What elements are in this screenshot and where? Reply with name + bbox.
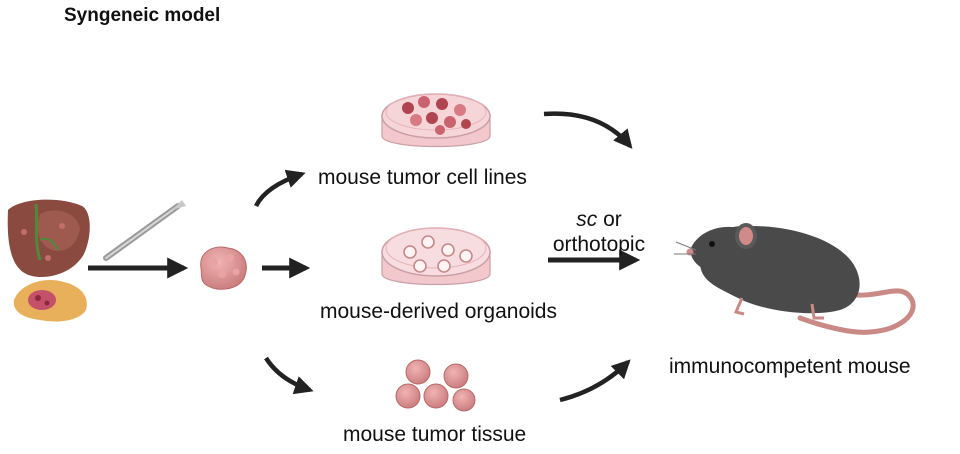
route-or: or [597,208,622,231]
label-tumor-tissue: mouse tumor tissue [343,423,527,446]
arrow-icon [253,169,306,208]
route-label: sc or orthotopic [540,207,658,257]
label-organoids: mouse-derived organoids [320,300,557,323]
tumor-fragments-icon [395,359,476,412]
route-orthotopic: orthotopic [552,233,646,256]
arrow-icon [543,111,633,149]
label-recipient-mouse: immunocompetent mouse [669,355,911,378]
scalpel-icon [103,200,186,261]
petri-dish-cells-icon [381,93,491,148]
arrow-icon [264,356,314,395]
route-sc: sc [576,208,598,231]
petri-dish-organoids-icon [381,227,491,286]
label-cell-lines: mouse tumor cell lines [318,166,527,189]
diagram-title: Syngeneic model [64,5,221,26]
tumor-biopsy-icon [200,246,247,290]
liver-pancreas-icon [7,199,90,322]
mouse-icon [674,223,916,335]
arrow-icon [559,359,631,403]
